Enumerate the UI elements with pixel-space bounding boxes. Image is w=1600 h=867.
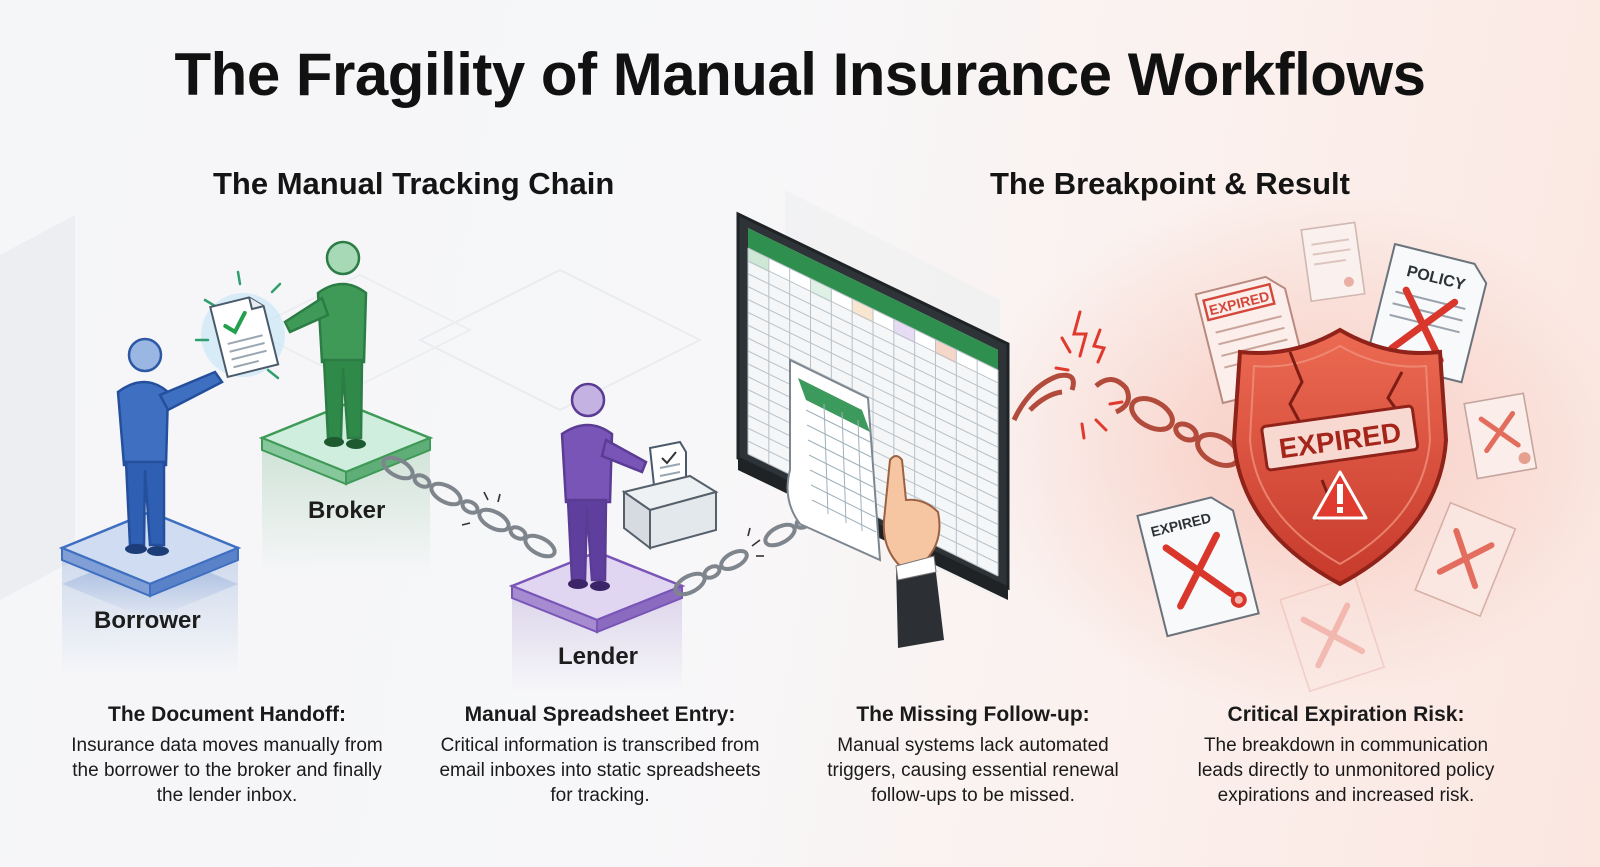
expired-shield-icon: EXPIRED [1231,327,1449,587]
caption-spreadsheet-entry: Manual Spreadsheet Entry: Critical infor… [435,703,765,808]
role-label-broker: Broker [308,497,386,524]
chain-lender-spreadsheet [673,514,814,597]
caption-text: Manual systems lack automated triggers, … [827,735,1119,806]
chain-strain-marks [461,491,501,526]
borrower-figure [116,337,224,556]
caption-document-handoff: The Document Handoff: Insurance data mov… [62,703,392,808]
chain-broker-lender [381,455,557,559]
page-title: The Fragility of Manual Insurance Workfl… [174,41,1426,108]
borrower-platform [58,510,242,675]
caption-expiration-risk: Critical Expiration Risk: The breakdown … [1181,703,1511,808]
broker-platform [258,402,434,574]
role-label-lender: Lender [558,643,639,670]
break-sparks [1054,310,1124,440]
role-label-borrower: Borrower [94,607,201,634]
lender-figure [560,382,648,591]
paper-spreadsheet [786,358,882,562]
caption-title: The Document Handoff: [108,703,346,726]
caption-text: The breakdown in communication leads dir… [1197,735,1495,806]
section-title-manual-chain: The Manual Tracking Chain [213,166,615,201]
expired-documents: EXPIRED POLICY [1136,221,1538,693]
hand-typing-icon [882,455,944,648]
caption-title: Manual Spreadsheet Entry: [464,703,736,726]
caption-title: The Missing Follow-up: [856,703,1090,726]
caption-text: Insurance data moves manually from the b… [71,735,383,806]
broker-figure [283,240,368,449]
inbox-tray-icon [621,440,719,551]
caption-text: Critical information is transcribed from… [439,735,761,806]
caption-title: Critical Expiration Risk: [1227,703,1465,726]
caption-missing-follow-up: The Missing Follow-up: Manual systems la… [808,703,1138,808]
handoff-document [194,270,285,380]
